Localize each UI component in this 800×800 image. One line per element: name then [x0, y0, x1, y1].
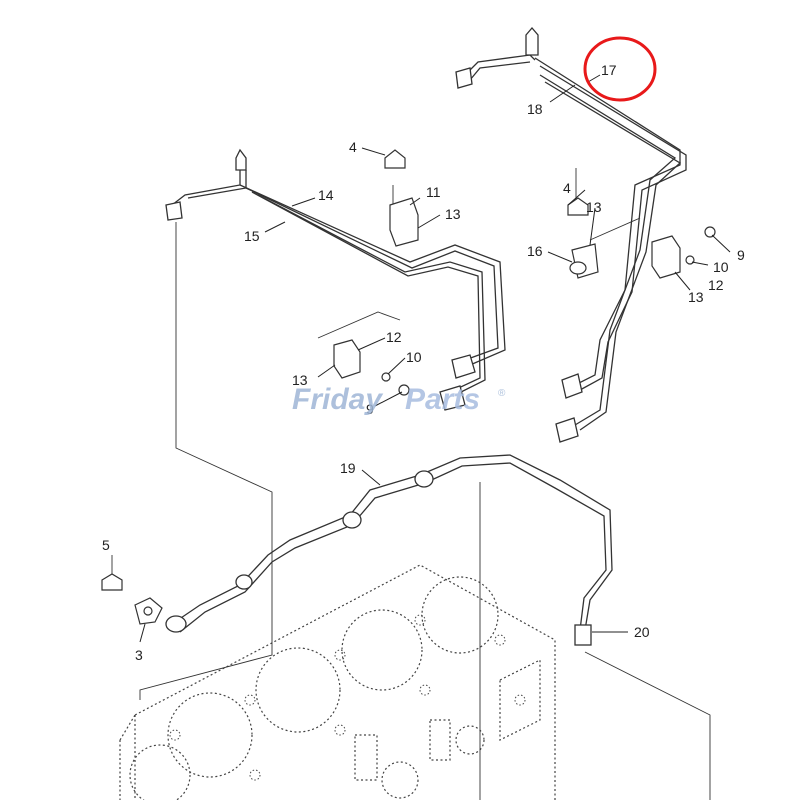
svg-text:Parts: Parts: [405, 383, 480, 416]
callout-9-center: 9: [366, 401, 374, 417]
watermark-logo: Friday Parts ®: [292, 383, 506, 416]
callout-4-left: 4: [349, 139, 357, 155]
hardware-parts: [101, 149, 716, 625]
callout-15: 15: [244, 228, 260, 244]
callout-11: 11: [426, 184, 441, 200]
svg-text:®: ®: [498, 388, 506, 399]
highlight-circle: [583, 36, 657, 102]
callout-10-right: 10: [713, 259, 729, 275]
callout-labels: 3 4 4 5 9 9 10 10 11 12 12 13 13 13 13 1…: [102, 62, 745, 663]
callout-9-right: 9: [737, 247, 745, 263]
callout-leaders: [139, 74, 731, 643]
svg-text:Friday: Friday: [292, 383, 383, 416]
callout-3: 3: [135, 647, 143, 663]
callout-4-right: 4: [563, 180, 571, 196]
callout-18: 18: [527, 101, 543, 117]
callout-13-right: 13: [688, 289, 704, 305]
callout-20: 20: [634, 624, 650, 640]
callout-14: 14: [318, 187, 334, 203]
callout-12-right: 12: [708, 277, 724, 293]
callout-19: 19: [340, 460, 356, 476]
callout-16: 16: [527, 243, 543, 259]
callout-10-center: 10: [406, 349, 422, 365]
leak-off-pipe-19-20: [165, 454, 613, 646]
callout-13-top: 13: [445, 206, 461, 222]
engine-block-bolts: [169, 614, 526, 781]
callout-13-mid: 13: [586, 199, 602, 215]
callout-13-center: 13: [292, 372, 308, 388]
engine-block: [119, 564, 556, 800]
injection-pipe-14-15: [165, 148, 506, 411]
callout-5: 5: [102, 537, 110, 553]
injection-pipe-17-18: [455, 27, 687, 443]
callout-17: 17: [601, 62, 617, 78]
callout-12-center: 12: [386, 329, 402, 345]
leader-lines: [111, 168, 711, 800]
